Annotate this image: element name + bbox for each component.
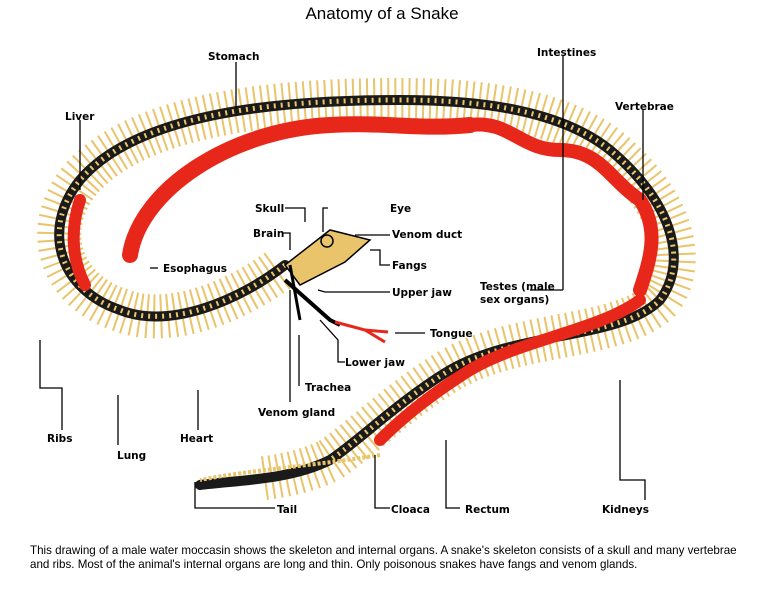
label-kidneys: Kidneys [602, 504, 649, 516]
snake-anatomy-diagram: Stomach Intestines Liver Vertebrae Skull… [37, 47, 696, 516]
stomach-organ [122, 116, 478, 263]
label-eye: Eye [390, 203, 411, 215]
label-heart: Heart [180, 433, 213, 445]
label-lung: Lung [117, 450, 146, 462]
liver-organ [67, 194, 91, 291]
label-testes-line2: sex organs) [480, 294, 549, 306]
tongue-shape [334, 320, 389, 344]
eye-shape [320, 234, 334, 248]
label-venom-gland: Venom gland [258, 407, 335, 419]
label-fangs: Fangs [392, 260, 427, 272]
label-brain: Brain [253, 228, 284, 240]
label-tongue: Tongue [430, 328, 473, 340]
kidneys-organ [374, 294, 646, 446]
label-intestines: Intestines [537, 47, 596, 59]
leader-lines [39, 55, 646, 509]
label-lower-jaw: Lower jaw [345, 357, 405, 369]
tail [199, 453, 381, 482]
label-esophagus: Esophagus [163, 263, 227, 275]
caption-line-3: and venom glands. [539, 558, 638, 571]
label-trachea: Trachea [305, 382, 351, 394]
label-vertebrae: Vertebrae [615, 101, 674, 113]
label-cloaca: Cloaca [391, 504, 430, 516]
diagram-title: Anatomy of a Snake [305, 4, 459, 23]
label-skull: Skull [255, 203, 284, 215]
caption-line-1: This drawing of a male water moccasin sh… [30, 544, 631, 557]
intestines-organ [463, 117, 659, 297]
label-tail: Tail [277, 504, 297, 516]
label-stomach: Stomach [208, 51, 260, 63]
label-liver: Liver [65, 111, 95, 123]
label-venom-duct: Venom duct [392, 229, 462, 241]
label-ribs: Ribs [47, 433, 72, 445]
snake-head [283, 229, 372, 327]
caption-line-2: and many vertebrae and ribs. Most of the… [30, 544, 737, 571]
label-upper-jaw: Upper jaw [392, 287, 452, 299]
skull-shape [283, 229, 372, 286]
caption: This drawing of a male water moccasin sh… [30, 544, 750, 572]
label-testes-line1: Testes (male [480, 281, 555, 293]
trachea-shape [288, 264, 302, 321]
label-rectum: Rectum [465, 504, 510, 516]
